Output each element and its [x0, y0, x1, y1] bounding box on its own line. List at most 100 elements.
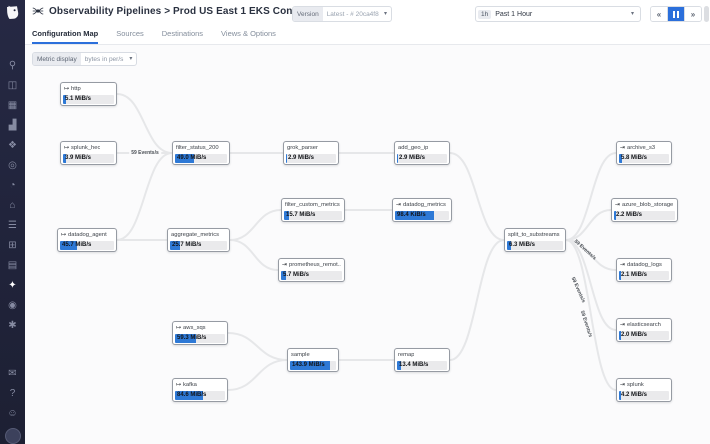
time-range-badge: 1h	[478, 9, 492, 19]
chevron-down-icon	[631, 11, 638, 17]
pipelines-icon[interactable]: ✦	[8, 279, 17, 291]
throughput-bar: 84.6 MiB/s	[175, 391, 225, 400]
destination-icon: ⇥	[615, 202, 621, 208]
search-icon[interactable]: ⚲	[8, 59, 17, 71]
tab-sources[interactable]: Sources	[116, 29, 144, 38]
datadog-logo-icon[interactable]	[4, 4, 21, 21]
destination-icon: ⇥	[620, 322, 626, 328]
node-label: datadog_logs	[627, 262, 662, 268]
throughput-value: 2.1 MiB/s	[621, 272, 648, 278]
metric-display-selector[interactable]: Metric display bytes in per/s	[32, 52, 138, 66]
version-selector[interactable]: Version Latest - # 20ca4f8	[292, 6, 392, 22]
help-icon[interactable]: ?	[9, 387, 16, 399]
throughput-bar: 15.7 MiB/s	[284, 211, 342, 220]
node-label: azure_blob_storage	[622, 202, 674, 208]
node-label: kafka	[183, 382, 197, 388]
node-label: sample	[291, 352, 310, 358]
security-icon[interactable]: ◉	[8, 299, 17, 311]
logs-icon[interactable]: ☰	[8, 219, 17, 231]
node-label: datadog_agent	[68, 232, 107, 238]
throughput-bar: 2.0 MiB/s	[619, 331, 669, 340]
jump-backward-button[interactable]	[651, 7, 667, 21]
watchdog-icon[interactable]: ◫	[7, 79, 18, 91]
throughput-bar: 59.3 MiB/s	[175, 334, 225, 343]
metrics-icon[interactable]: ▟	[8, 119, 17, 131]
throughput-value: 45.7 MiB/s	[62, 242, 92, 248]
node-remap[interactable]: remap 13.4 MiB/s	[394, 348, 450, 372]
throughput-value: 84.6 MiB/s	[177, 392, 207, 398]
throughput-bar: 5.1 MiB/s	[63, 95, 114, 104]
throughput-value: 3.9 MiB/s	[65, 155, 92, 161]
throughput-value: 5.7 MiB/s	[283, 272, 310, 278]
notebooks-icon[interactable]: ▤	[7, 259, 18, 271]
throughput-value: 59.3 MiB/s	[177, 335, 207, 341]
integrations-icon[interactable]: ⊞	[8, 239, 17, 251]
node-add_geo_ip[interactable]: add_geo_ip 2.9 MiB/s	[394, 141, 450, 165]
user-avatar[interactable]	[4, 428, 21, 444]
node-label: add_geo_ip	[398, 145, 429, 151]
apm-icon[interactable]: ❖	[8, 139, 17, 151]
throughput-bar: 3.9 MiB/s	[63, 154, 114, 163]
tab-views-options[interactable]: Views & Options	[221, 29, 276, 38]
node-label: prometheus_remot...	[289, 262, 341, 268]
teams-icon[interactable]: ☺	[7, 407, 18, 419]
page-title: Observability Pipelines > Prod US East 1…	[49, 5, 340, 17]
node-filter_custom_metrics[interactable]: filter_custom_metrics 15.7 MiB/s	[281, 198, 345, 222]
tab-destinations[interactable]: Destinations	[161, 29, 204, 38]
settings-icon[interactable]: ✱	[8, 319, 17, 331]
source-icon: ↦	[176, 325, 182, 331]
dashboards-icon[interactable]: ▦	[7, 99, 18, 111]
node-label: filter_custom_metrics	[285, 202, 340, 208]
version-value: Latest - # 20ca4f8	[326, 10, 379, 18]
throughput-bar: 13.4 MiB/s	[397, 361, 447, 370]
throughput-value: 98.4 KiB/s	[397, 212, 426, 218]
pause-button[interactable]	[667, 7, 684, 21]
node-label: filter_status_200	[176, 145, 219, 151]
infrastructure-icon[interactable]: ⌂	[9, 199, 16, 211]
throughput-value: 5.1 MiB/s	[65, 96, 92, 102]
tab-configuration-map[interactable]: Configuration Map	[32, 29, 99, 44]
sidebar-icons: ⚲ ◫ ▦ ▟ ❖ ◎ ◔ ⌂ ☰ ⊞ ▤ ✦ ◉ ✱	[0, 55, 25, 335]
metric-display-value: bytes in per/s	[84, 55, 124, 63]
throughput-value: 2.9 MiB/s	[288, 155, 315, 161]
time-range-selector[interactable]: 1h Past 1 Hour	[475, 6, 641, 22]
node-filter_status_200[interactable]: filter_status_200 49.0 MiB/s	[172, 141, 230, 165]
node-label: remap	[398, 352, 415, 358]
throughput-bar: 2.1 MiB/s	[619, 271, 669, 280]
monitors-icon[interactable]: ◎	[8, 159, 17, 171]
chat-icon[interactable]: ✉	[8, 367, 17, 379]
time-range-value: Past 1 Hour	[495, 10, 533, 18]
destination-icon: ⇥	[396, 202, 402, 208]
chevron-down-icon	[384, 11, 391, 17]
throughput-bar: 2.9 MiB/s	[286, 154, 336, 163]
jump-forward-button[interactable]	[684, 7, 701, 21]
node-sample[interactable]: sample 143.9 MiB/s	[287, 348, 339, 372]
throughput-bar: 49.0 MiB/s	[175, 154, 227, 163]
node-prometheus_remote[interactable]: ⇥prometheus_remot...5.7 MiB/s	[278, 258, 345, 282]
throughput-bar: 143.9 MiB/s	[290, 361, 336, 370]
scrollbar-thumb[interactable]	[704, 6, 709, 22]
node-label: archive_s3	[627, 145, 656, 151]
synthetics-icon[interactable]: ◔	[9, 179, 16, 191]
throughput-bar: 5.8 MiB/s	[619, 154, 669, 163]
throughput-bar: 2.9 MiB/s	[397, 154, 447, 163]
throughput-value: 25.7 MiB/s	[172, 242, 202, 248]
throughput-value: 2.0 MiB/s	[621, 332, 648, 338]
throughput-value: 2.9 MiB/s	[399, 155, 426, 161]
